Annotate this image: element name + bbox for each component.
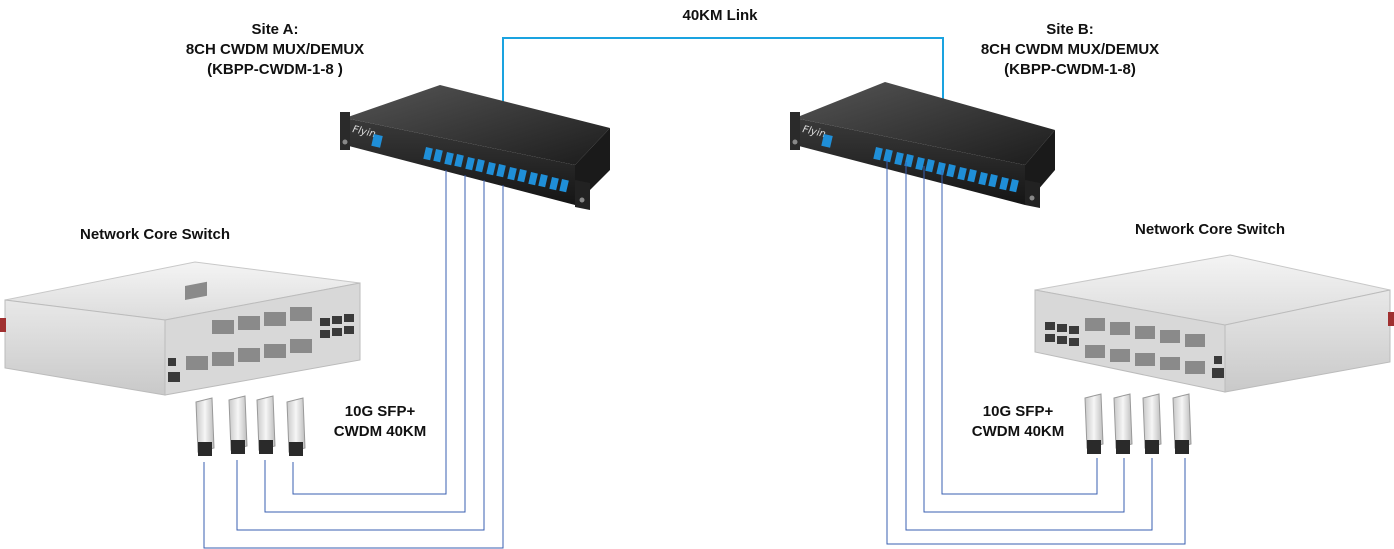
fiber-a-3: [236, 180, 485, 531]
site-a-model: (KBPP-CWDM-1-8 ): [207, 61, 343, 78]
site-b-switch-label: Network Core Switch: [1134, 221, 1286, 238]
site-b-ports: [873, 147, 1019, 193]
site-b-fibers: [886, 160, 1186, 545]
site-b-sfp-label: 10G SFP+CWDM 40KM: [971, 403, 1065, 440]
fiber-a-4: [203, 185, 504, 549]
site-b-label: Site B: 8CH CWDM MUX/DEMUX (KBPP-CWDM-1-…: [955, 20, 1185, 80]
site-a-label: Site A: 8CH CWDM MUX/DEMUX (KBPP-CWDM-1-…: [160, 20, 390, 80]
sfp-module: [1084, 393, 1104, 454]
fiber-b-1: [941, 170, 1098, 495]
site-a-device: 8CH CWDM MUX/DEMUX: [185, 41, 365, 58]
site-b-mux-brand: Flyin: [801, 124, 826, 140]
site-a-mux-brand: Flyin: [351, 124, 376, 140]
site-a-title: Site A:: [251, 21, 299, 38]
site-b-model: (KBPP-CWDM-1-8): [1004, 61, 1136, 78]
site-a-switch-label: Network Core Switch: [79, 226, 231, 243]
site-a-fibers: [203, 170, 504, 549]
sfp-module: [256, 395, 276, 454]
link-label: 40KM Link: [682, 7, 758, 24]
fiber-a-1: [292, 170, 447, 495]
site-b-mux: Flyin: [790, 82, 1055, 208]
site-b-switch: [1034, 254, 1394, 393]
link-40km: [502, 37, 944, 108]
sfp-module: [1142, 393, 1162, 454]
fiber-a-2: [264, 175, 466, 513]
site-a-mux: Flyin: [340, 85, 610, 210]
sfp-module: [228, 395, 248, 454]
sfp-module: [1113, 393, 1133, 454]
sfp-module: [286, 397, 306, 456]
site-b-title: Site B:: [1046, 21, 1094, 38]
site-a-sfp-modules: [195, 395, 306, 456]
site-b-device: 8CH CWDM MUX/DEMUX: [980, 41, 1160, 58]
site-b-sfp-modules: [1084, 393, 1192, 454]
sfp-module: [1172, 393, 1192, 454]
site-a-sfp-label: 10G SFP+CWDM 40KM: [333, 403, 427, 440]
fiber-b-3: [905, 162, 1153, 531]
fiber-b-2: [923, 166, 1125, 513]
site-a-ports: [423, 147, 569, 193]
site-a-switch: [0, 261, 361, 396]
fiber-b-4: [886, 160, 1186, 545]
sfp-module: [195, 397, 215, 456]
